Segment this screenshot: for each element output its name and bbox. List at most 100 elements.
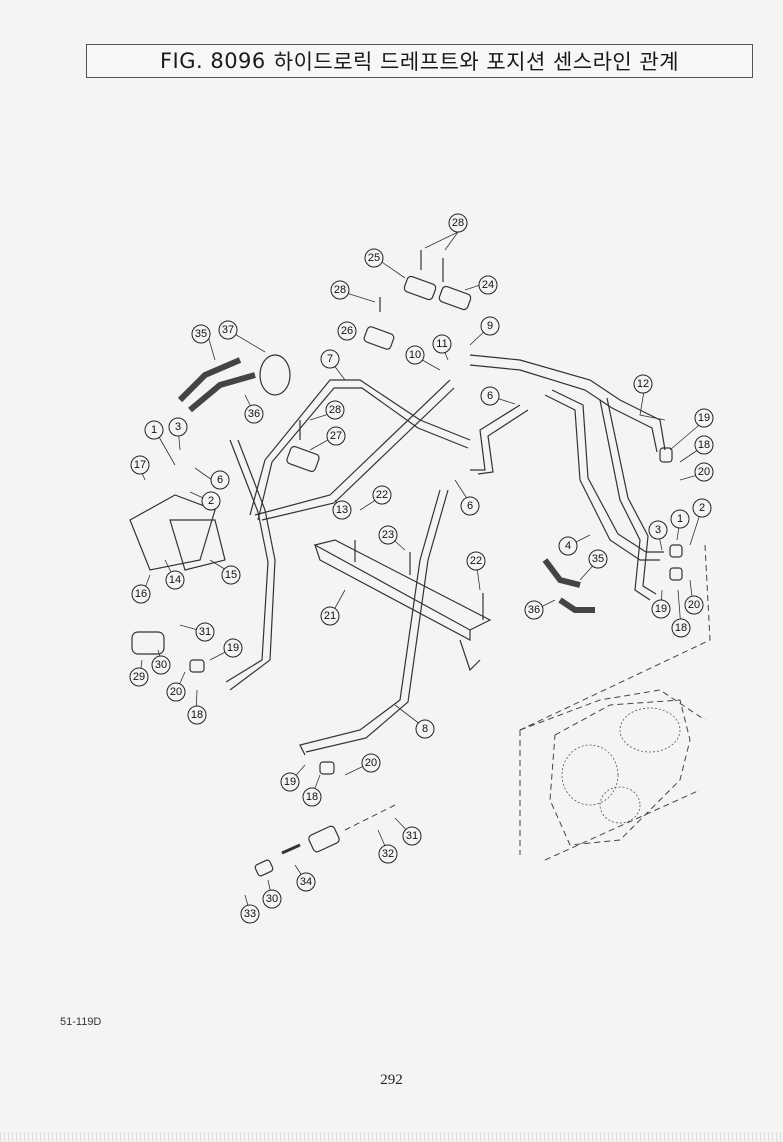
- svg-text:36: 36: [528, 604, 540, 616]
- callout-6: 6: [460, 496, 480, 516]
- callout-19: 19: [651, 599, 671, 619]
- callout-6: 6: [480, 386, 500, 406]
- svg-text:19: 19: [655, 603, 667, 615]
- callout-26: 26: [337, 321, 357, 341]
- callout-17: 17: [130, 455, 150, 475]
- callout-31: 31: [402, 826, 422, 846]
- callout-36: 36: [244, 404, 264, 424]
- callout-35: 35: [191, 324, 211, 344]
- svg-text:31: 31: [199, 626, 211, 638]
- callout-28: 28: [325, 400, 345, 420]
- svg-text:25: 25: [368, 252, 380, 264]
- svg-text:19: 19: [284, 776, 296, 788]
- callout-31: 31: [195, 622, 215, 642]
- svg-text:1: 1: [677, 513, 683, 525]
- callout-30: 30: [262, 889, 282, 909]
- callout-25: 25: [364, 248, 384, 268]
- svg-text:18: 18: [698, 439, 710, 451]
- callout-30: 30: [151, 655, 171, 675]
- svg-text:6: 6: [467, 500, 473, 512]
- callout-29: 29: [129, 667, 149, 687]
- svg-text:22: 22: [470, 555, 482, 567]
- callout-18: 18: [671, 618, 691, 638]
- callout-6: 6: [210, 470, 230, 490]
- page-number: 292: [380, 1072, 403, 1088]
- svg-text:20: 20: [698, 466, 710, 478]
- svg-text:6: 6: [217, 474, 223, 486]
- svg-text:13: 13: [336, 504, 348, 516]
- callout-4: 4: [558, 536, 578, 556]
- svg-text:10: 10: [409, 349, 421, 361]
- callout-19: 19: [223, 638, 243, 658]
- callout-20: 20: [694, 462, 714, 482]
- callout-23: 23: [378, 525, 398, 545]
- svg-text:4: 4: [565, 540, 571, 552]
- callout-18: 18: [694, 435, 714, 455]
- svg-text:3: 3: [655, 524, 661, 536]
- callout-9: 9: [480, 316, 500, 336]
- svg-text:11: 11: [436, 338, 447, 350]
- callout-22: 22: [466, 551, 486, 571]
- callout-3: 3: [648, 520, 668, 540]
- svg-text:32: 32: [382, 848, 394, 860]
- svg-text:9: 9: [487, 320, 493, 332]
- callout-18: 18: [302, 787, 322, 807]
- callout-20: 20: [684, 595, 704, 615]
- callout-1: 1: [144, 420, 164, 440]
- callout-10: 10: [405, 345, 425, 365]
- svg-text:21: 21: [324, 610, 336, 622]
- svg-text:37: 37: [222, 324, 234, 336]
- svg-text:3: 3: [175, 421, 181, 433]
- svg-text:17: 17: [134, 459, 146, 471]
- svg-text:30: 30: [266, 893, 278, 905]
- callout-37: 37: [218, 320, 238, 340]
- svg-text:2: 2: [208, 495, 214, 507]
- figure-title-text: 하이드로릭 드레프트와 포지션 센스라인 관계: [273, 50, 680, 74]
- svg-text:35: 35: [592, 553, 604, 565]
- scan-edge: [0, 1132, 783, 1142]
- callout-2: 2: [692, 498, 712, 518]
- svg-text:20: 20: [365, 757, 377, 769]
- svg-text:30: 30: [155, 659, 167, 671]
- callout-20: 20: [166, 682, 186, 702]
- svg-text:6: 6: [487, 390, 493, 402]
- callout-11: 11: [432, 334, 452, 354]
- svg-text:34: 34: [300, 876, 312, 888]
- callout-22: 22: [372, 485, 392, 505]
- svg-text:23: 23: [382, 529, 394, 541]
- callout-20: 20: [361, 753, 381, 773]
- callout-2: 2: [201, 491, 221, 511]
- svg-text:27: 27: [330, 430, 342, 442]
- svg-text:28: 28: [334, 284, 346, 296]
- svg-text:19: 19: [227, 642, 239, 654]
- svg-text:35: 35: [195, 328, 207, 340]
- callout-28: 28: [448, 213, 468, 233]
- callout-15: 15: [221, 565, 241, 585]
- callout-18: 18: [187, 705, 207, 725]
- svg-text:7: 7: [327, 353, 333, 365]
- callout-27: 27: [326, 426, 346, 446]
- callout-28: 28: [330, 280, 350, 300]
- pump-assembly-outline: [344, 544, 711, 861]
- svg-text:29: 29: [133, 671, 145, 683]
- svg-text:16: 16: [135, 588, 147, 600]
- callout-24: 24: [478, 275, 498, 295]
- svg-text:18: 18: [191, 709, 203, 721]
- svg-text:14: 14: [169, 574, 181, 586]
- callout-21: 21: [320, 606, 340, 626]
- svg-text:2: 2: [699, 502, 705, 514]
- callout-36: 36: [524, 600, 544, 620]
- svg-text:12: 12: [637, 378, 649, 390]
- callout-bubbles: 28 25 24 28 26 9 35 37 7 10 11 12 6 36 2…: [129, 213, 714, 924]
- svg-text:1: 1: [151, 424, 157, 436]
- drawing-code: 51-119D: [60, 1016, 102, 1028]
- svg-text:24: 24: [482, 279, 494, 291]
- svg-text:19: 19: [698, 412, 710, 424]
- callout-1: 1: [670, 509, 690, 529]
- svg-text:28: 28: [452, 217, 464, 229]
- callout-7: 7: [320, 349, 340, 369]
- svg-text:28: 28: [329, 404, 341, 416]
- callout-19: 19: [694, 408, 714, 428]
- svg-text:20: 20: [170, 686, 182, 698]
- callout-32: 32: [378, 844, 398, 864]
